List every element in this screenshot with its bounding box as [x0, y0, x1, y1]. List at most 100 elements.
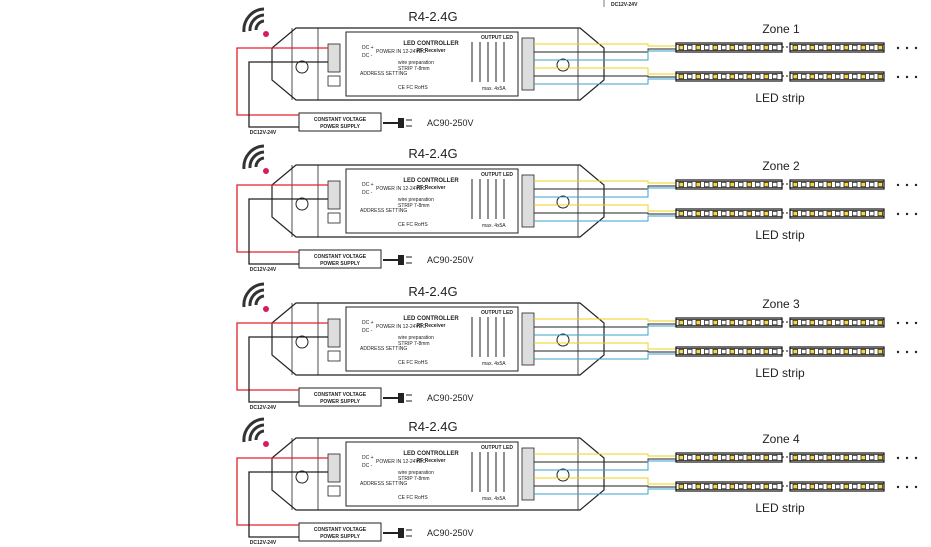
output-terminal — [521, 447, 535, 501]
power-in-label: POWER IN 12-24VDC — [376, 186, 426, 192]
led-chip — [869, 181, 875, 188]
continuation-dot — [905, 183, 909, 187]
address-button — [327, 485, 341, 497]
led-chip — [860, 73, 866, 80]
signal-arc — [242, 282, 265, 308]
zone-label: Zone 2 — [762, 159, 800, 173]
led-chip — [852, 210, 858, 217]
mount-hole — [295, 60, 309, 74]
led-chip — [818, 73, 824, 80]
zone-label: Zone 1 — [762, 22, 800, 36]
led-chip — [695, 348, 701, 355]
wire-red-power — [236, 47, 328, 116]
max-current-label: max. 4x5A — [482, 496, 506, 502]
mount-hole — [556, 468, 570, 482]
led-chip — [712, 73, 718, 80]
led-chip — [835, 210, 841, 217]
ac-input-label: AC90-250V — [427, 255, 474, 265]
psu-line1: CONSTANT VOLTAGE — [314, 527, 367, 533]
model-title: R4-2.4G — [408, 284, 457, 299]
led-chip — [801, 44, 807, 51]
led-chip — [704, 210, 710, 217]
continuation-dot — [914, 350, 918, 354]
led-chip — [843, 73, 849, 80]
strip-length-label: STRIP 7-8mm — [398, 476, 430, 482]
led-chip — [877, 44, 883, 51]
wire-black-power — [248, 471, 328, 538]
led-chip — [835, 348, 841, 355]
output-wire — [534, 353, 676, 360]
led-chip — [826, 181, 832, 188]
led-chip — [738, 348, 744, 355]
led-chip — [818, 44, 824, 51]
controller-subtitle: RF Receiver — [417, 48, 446, 54]
signal-arc — [248, 150, 265, 169]
psu-line1: CONSTANT VOLTAGE — [314, 254, 367, 260]
output-wire — [534, 212, 676, 215]
signal-dot — [263, 168, 269, 174]
dc-output-label: DC12V-24V — [250, 405, 277, 411]
led-chip — [877, 73, 883, 80]
led-chip — [877, 348, 883, 355]
led-chip — [678, 44, 684, 51]
led-chip — [792, 483, 798, 490]
output-wire — [534, 67, 676, 75]
signal-arc — [242, 417, 265, 443]
led-chip — [746, 73, 752, 80]
led-strip-upper-segment-a — [675, 317, 783, 328]
led-chip — [809, 454, 815, 461]
led-chip — [695, 483, 701, 490]
led-chip — [687, 210, 693, 217]
wire-black-power — [248, 61, 328, 128]
led-chip — [687, 181, 693, 188]
label-panel — [345, 441, 519, 507]
output-wire — [534, 50, 676, 61]
output-wire — [534, 180, 676, 184]
dc-plus-label: DC + — [362, 182, 374, 188]
output-wire — [534, 318, 676, 322]
mount-hole — [556, 333, 570, 347]
led-chip — [809, 483, 815, 490]
led-chip — [746, 44, 752, 51]
wireless-signal-icon — [242, 282, 269, 312]
led-chip — [852, 73, 858, 80]
continuation-dot — [914, 456, 918, 460]
zone-label: Zone 3 — [762, 297, 800, 311]
input-terminal — [327, 43, 341, 73]
signal-arc — [248, 423, 265, 442]
led-chip — [687, 73, 693, 80]
led-chip — [704, 44, 710, 51]
led-chip — [712, 44, 718, 51]
led-chip — [738, 181, 744, 188]
power-in-label: POWER IN 12-24VDC — [376, 324, 426, 330]
led-chip — [818, 348, 824, 355]
led-chip — [738, 44, 744, 51]
led-chip — [877, 319, 883, 326]
led-chip — [852, 454, 858, 461]
led-chip — [826, 483, 832, 490]
power-in-label: POWER IN 12-24VDC — [376, 459, 426, 465]
led-chip — [746, 210, 752, 217]
continuation-dot — [896, 485, 900, 489]
continuation-dot — [896, 321, 900, 325]
led-chip — [826, 210, 832, 217]
led-chip — [721, 73, 727, 80]
led-chip — [801, 483, 807, 490]
mount-hole — [295, 335, 309, 349]
ac-input-label: AC90-250V — [427, 393, 474, 403]
led-chip — [755, 348, 761, 355]
led-chip — [860, 181, 866, 188]
led-chip — [729, 181, 735, 188]
dc-minus-label: DC - — [362, 328, 373, 334]
psu-box — [298, 522, 382, 542]
output-wire — [534, 477, 676, 485]
led-chip — [826, 348, 832, 355]
psu-box — [298, 387, 382, 407]
signal-dot — [263, 306, 269, 312]
ac-plug-icon — [398, 393, 404, 403]
led-chip — [721, 348, 727, 355]
wireless-signal-icon — [242, 417, 269, 447]
